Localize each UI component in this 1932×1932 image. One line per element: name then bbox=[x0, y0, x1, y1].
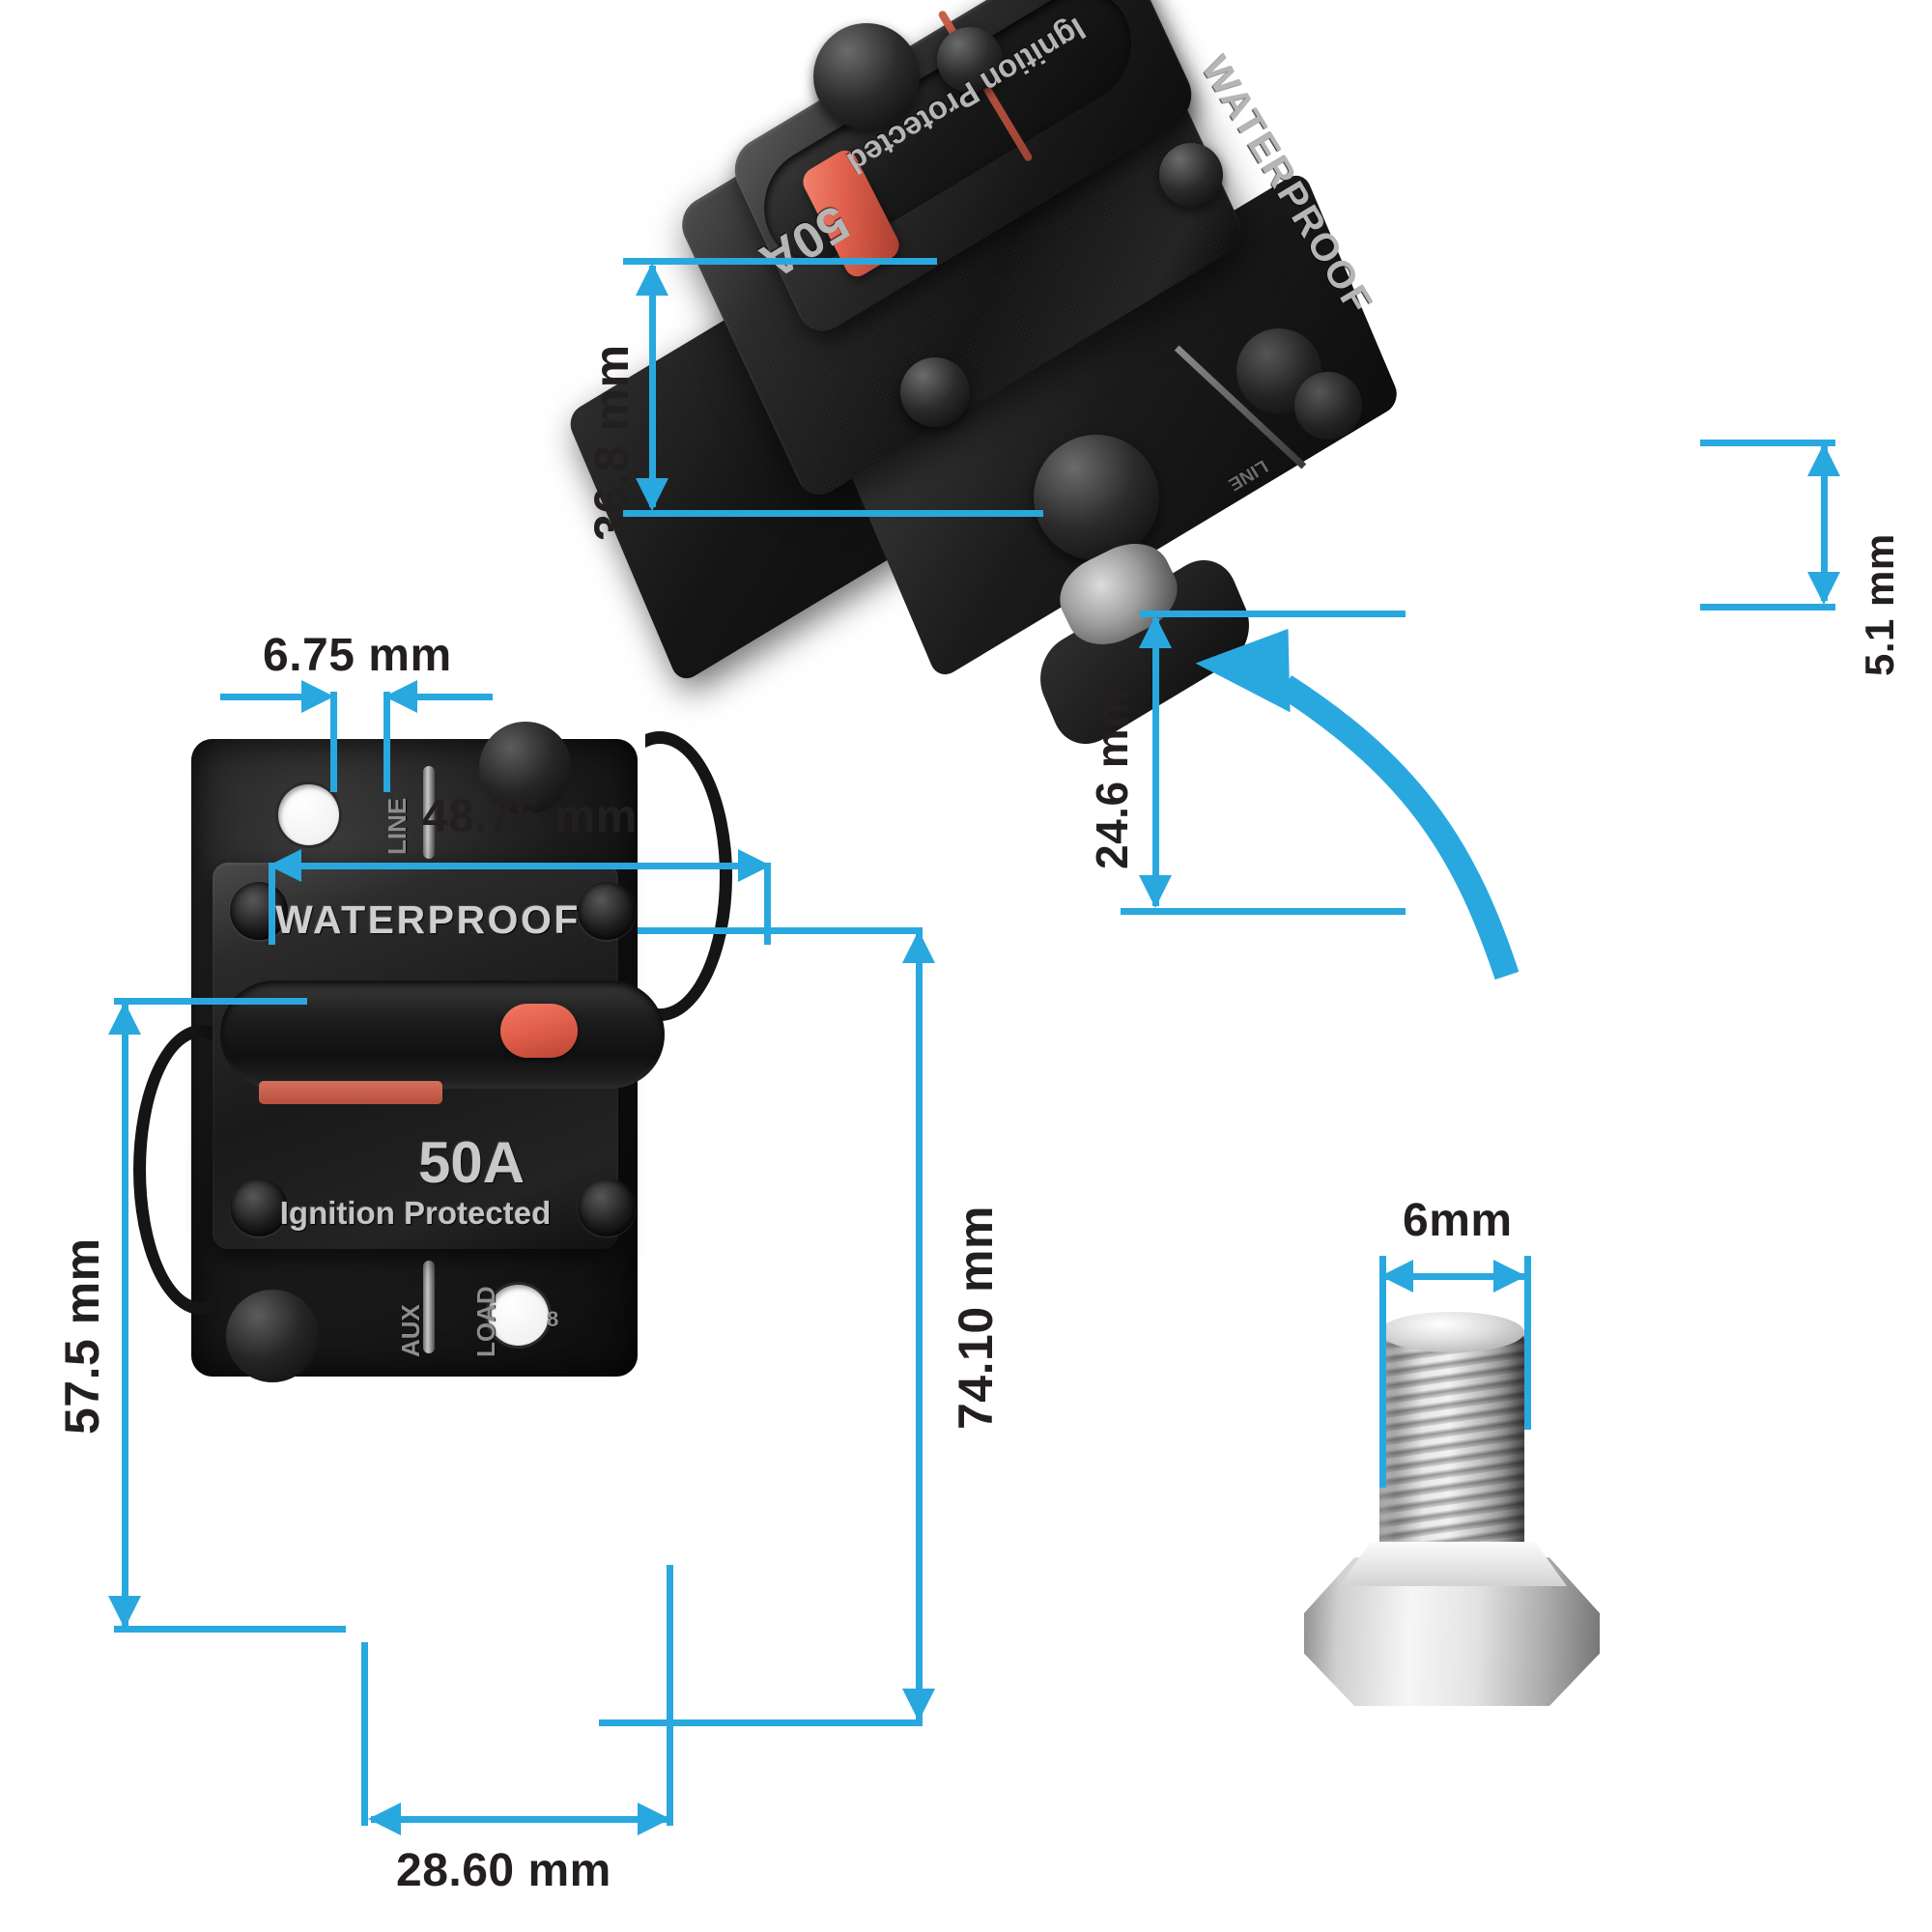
fv-case-screw-1 bbox=[230, 882, 288, 940]
dim-line-74-10 bbox=[916, 933, 923, 1723]
arrow-5-1-down bbox=[1807, 572, 1840, 605]
dim-line-24-6 bbox=[1152, 618, 1159, 906]
dim-label-28-60: 28.60 mm bbox=[396, 1845, 611, 1896]
arrow-36-8-down bbox=[636, 478, 668, 511]
fv-terminal-pin-bottom bbox=[423, 1261, 435, 1353]
fv-case-screw-4 bbox=[578, 1179, 636, 1236]
fv-mold-mark: 8 bbox=[547, 1307, 559, 1331]
arrow-5-1-up bbox=[1807, 443, 1840, 476]
ext-line-6mm-left bbox=[1379, 1256, 1386, 1488]
bolt-threaded-shank bbox=[1379, 1323, 1524, 1565]
ext-line-28-60-right bbox=[667, 1565, 673, 1826]
arrow-74-10-up bbox=[902, 930, 935, 963]
ext-line-5-1-top bbox=[1700, 440, 1835, 446]
ext-line-24-6-bottom bbox=[1121, 908, 1406, 915]
dim-line-48-75 bbox=[269, 863, 771, 869]
ext-line-36-8-bottom bbox=[623, 510, 1043, 517]
dim-label-36-8: 36.8 mm bbox=[584, 344, 639, 541]
bolt-hex-head-top-face bbox=[1339, 1542, 1567, 1586]
ext-line-6-75-b bbox=[384, 692, 390, 792]
arrow-6mm-right bbox=[1493, 1260, 1526, 1293]
ext-line-6-75-a bbox=[330, 692, 337, 792]
arrow-36-8-up bbox=[636, 263, 668, 296]
iso-terminal-nut-2 bbox=[937, 27, 1003, 93]
ext-line-hole-bl bbox=[114, 1626, 346, 1633]
dim-line-57-5 bbox=[122, 1005, 128, 1628]
iso-terminal-nut-5 bbox=[1034, 435, 1159, 560]
ext-line-hole-tl bbox=[114, 998, 307, 1005]
dim-label-57-5: 57.5 mm bbox=[55, 1237, 109, 1435]
ext-line-24-6-top bbox=[1140, 611, 1406, 617]
fv-red-indicator-bar bbox=[259, 1081, 442, 1104]
dim-line-36-8 bbox=[649, 266, 656, 507]
ext-line-28-60-left bbox=[361, 1642, 368, 1826]
ext-line-74-10-bottom bbox=[599, 1719, 923, 1726]
iso-mounting-hole-2 bbox=[1294, 372, 1362, 440]
ext-line-5-1-bottom bbox=[1700, 604, 1835, 611]
dim-line-6mm bbox=[1383, 1273, 1526, 1280]
ext-line-36-8-top bbox=[623, 258, 937, 265]
dim-label-74-10: 74.10 mm bbox=[949, 1206, 1003, 1430]
arrow-6-75-right bbox=[301, 680, 334, 713]
iso-terminal-nut-1 bbox=[813, 23, 920, 129]
arrow-24-6-down bbox=[1139, 875, 1172, 908]
arrow-28-60-right bbox=[638, 1803, 670, 1835]
dim-label-5-1: 5.1 mm bbox=[1857, 533, 1902, 676]
fv-waterproof-label: WATERPROOF bbox=[275, 897, 581, 942]
fv-terminal-pin-top bbox=[423, 766, 435, 859]
dim-line-6-75-right bbox=[391, 694, 493, 700]
product-front-view: LINE LOAD AUX 8 WATERPROOF 50A Ignition … bbox=[133, 722, 732, 1382]
dim-label-6mm: 6mm bbox=[1403, 1195, 1513, 1246]
bolt-shank-top-face bbox=[1379, 1312, 1524, 1352]
ext-line-74-10-top bbox=[638, 927, 923, 934]
dim-line-6-75-left bbox=[220, 694, 322, 700]
dim-label-48-75: 48.75 mm bbox=[422, 791, 638, 842]
callout-arrow-to-bolt bbox=[1195, 628, 1520, 980]
fv-terminal-aux-label: AUX bbox=[396, 1304, 425, 1357]
fv-case-screw-2 bbox=[578, 882, 636, 940]
arrow-6mm-left bbox=[1380, 1260, 1413, 1293]
arrow-24-6-up bbox=[1139, 615, 1172, 648]
product-bolt-view bbox=[1304, 1312, 1623, 1777]
arrow-74-10-down bbox=[902, 1689, 935, 1721]
dim-label-6-75: 6.75 mm bbox=[263, 630, 452, 681]
ext-line-48-75-left bbox=[269, 863, 275, 945]
product-isometric-view: Ignition Protected 50A WATERPROOF LINE bbox=[560, 0, 1410, 759]
fv-terminal-load-label: LOAD bbox=[471, 1286, 500, 1357]
arrow-28-60-left bbox=[368, 1803, 401, 1835]
arrow-57-5-up bbox=[108, 1002, 141, 1035]
fv-terminal-line-label: LINE bbox=[383, 797, 412, 855]
ext-line-48-75-right bbox=[764, 863, 771, 945]
fv-reset-slot bbox=[220, 980, 665, 1089]
fv-case-screw-3 bbox=[230, 1179, 288, 1236]
fv-mounting-hole-bottom-right bbox=[488, 1285, 549, 1346]
dim-line-5-1 bbox=[1821, 446, 1828, 601]
arrow-57-5-down bbox=[108, 1596, 141, 1629]
fv-amp-rating: 50A bbox=[417, 1130, 526, 1195]
fv-ignition-label: Ignition Protected bbox=[279, 1195, 552, 1231]
ext-line-6mm-right bbox=[1524, 1256, 1531, 1430]
fv-terminal-boss-bottom-left bbox=[226, 1290, 319, 1382]
iso-terminal-nut-3 bbox=[1159, 143, 1223, 207]
dim-line-28-60 bbox=[371, 1816, 670, 1823]
fv-mounting-hole-top-left bbox=[278, 784, 339, 845]
iso-terminal-nut-4 bbox=[900, 357, 970, 427]
fv-red-reset-button bbox=[500, 1004, 578, 1058]
fv-terminal-boss-top-right bbox=[479, 722, 572, 814]
